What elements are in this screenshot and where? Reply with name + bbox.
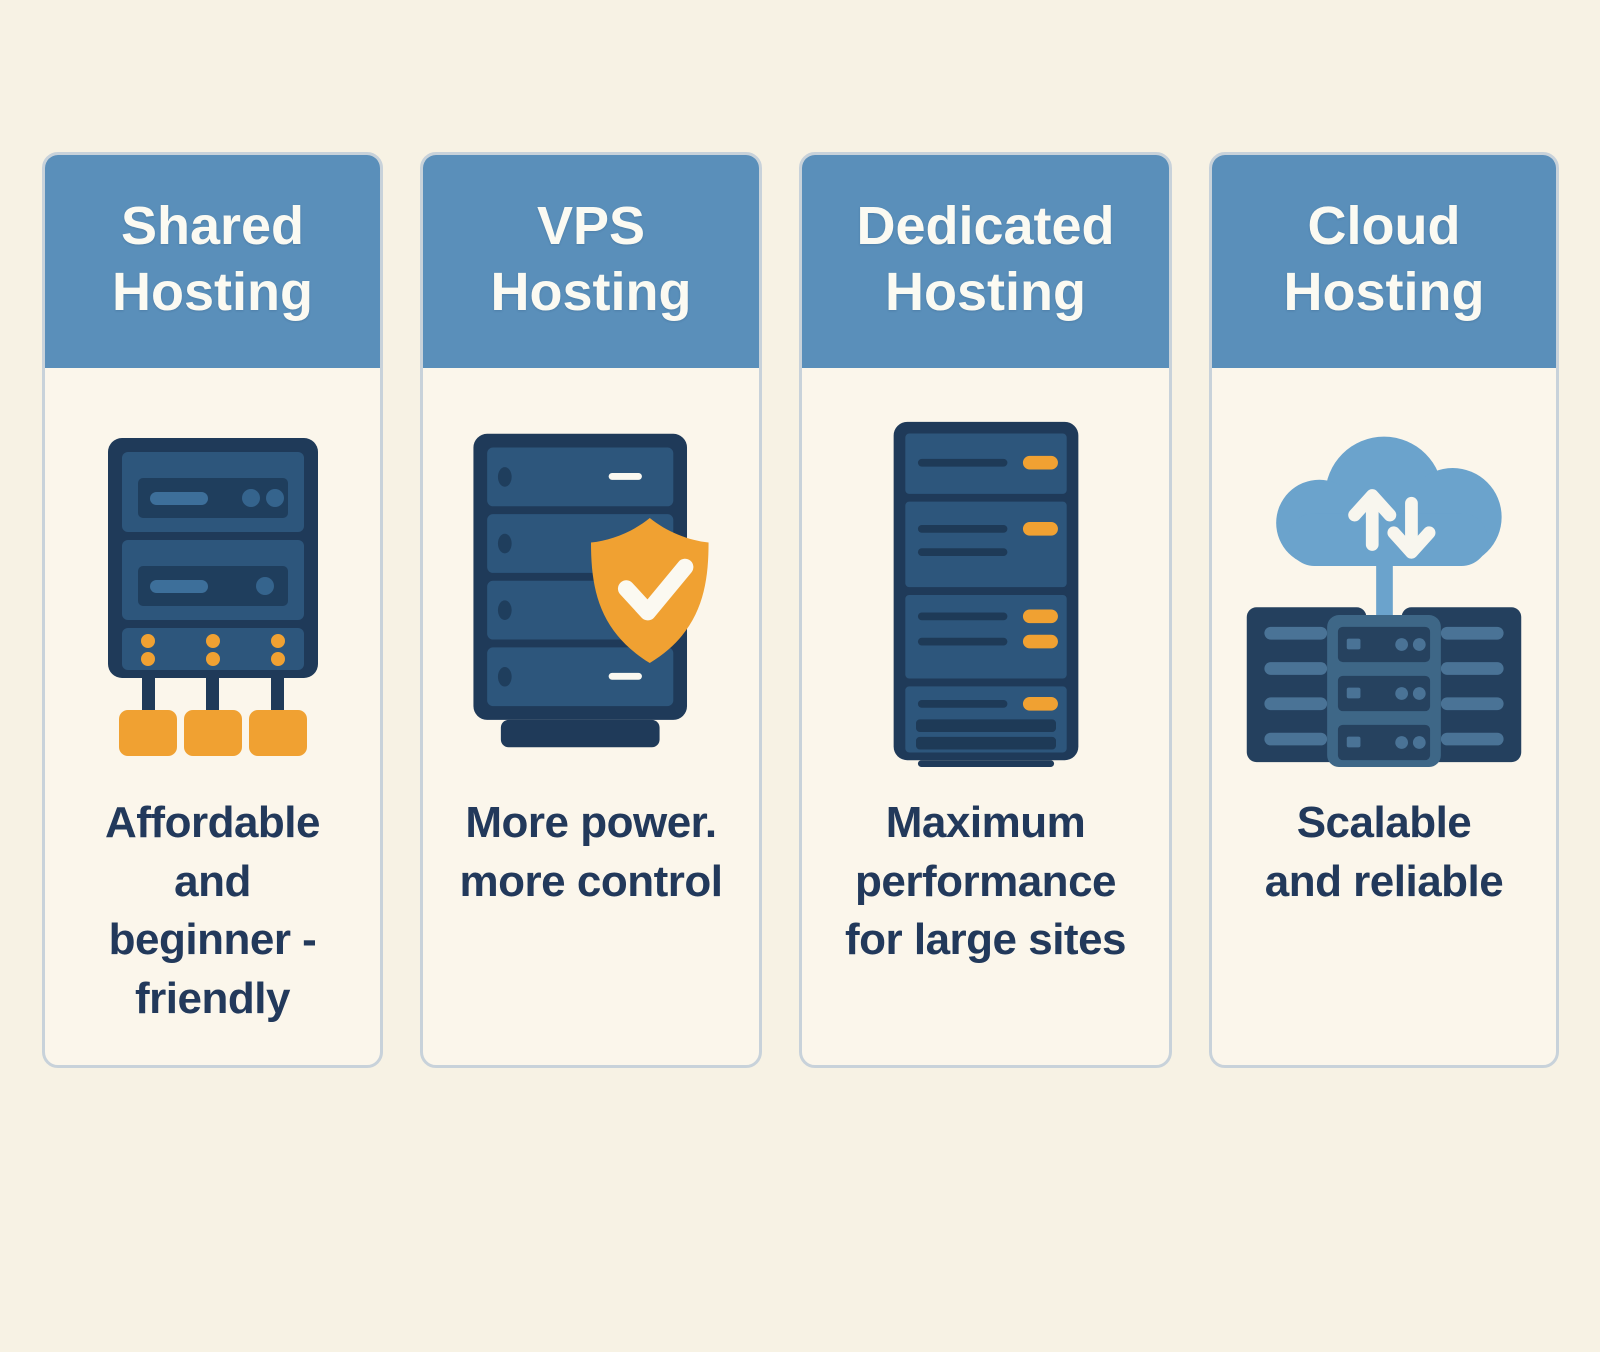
cloud-sync-server-rack-icon xyxy=(1246,436,1522,767)
card-header: VPS Hosting xyxy=(423,155,759,368)
card-vps-hosting: VPS Hosting xyxy=(420,152,762,1068)
card-body: Scalable and reliable xyxy=(1212,368,1556,1065)
cloud-shape xyxy=(1276,436,1502,567)
card-cloud-hosting: Cloud Hosting xyxy=(1209,152,1559,1068)
card-header: Shared Hosting xyxy=(45,155,380,368)
card-description: Maximum performance for large sites xyxy=(844,798,1127,965)
card-title: Cloud Hosting xyxy=(1283,196,1485,322)
card-description: More power. more control xyxy=(459,798,723,906)
icon-area xyxy=(886,418,1086,768)
card-title: Shared Hosting xyxy=(112,196,313,322)
icon-area xyxy=(451,418,731,768)
card-title: Dedicated Hosting xyxy=(856,196,1115,322)
card-body: More power. more control xyxy=(423,368,759,1065)
up-down-arrows-icon xyxy=(1348,489,1436,559)
card-body: Maximum performance for large sites xyxy=(802,368,1169,1065)
card-body: Affordable and beginner - friendly xyxy=(45,368,380,1065)
hosting-comparison-infographic: Shared Hosting xyxy=(42,152,1560,1068)
dedicated-server-tower-icon xyxy=(893,421,1078,768)
card-description: Scalable and reliable xyxy=(1264,798,1504,906)
card-header: Dedicated Hosting xyxy=(802,155,1169,368)
card-dedicated-hosting: Dedicated Hosting xyxy=(799,152,1172,1068)
card-title: VPS Hosting xyxy=(490,196,692,322)
card-description: Affordable and beginner - friendly xyxy=(105,798,321,1023)
server-with-shield-check-icon xyxy=(473,433,709,748)
card-header: Cloud Hosting xyxy=(1212,155,1556,368)
shared-server-network-icon xyxy=(107,438,318,756)
icon-area xyxy=(93,418,333,768)
icon-area xyxy=(1234,418,1534,768)
card-shared-hosting: Shared Hosting xyxy=(42,152,383,1068)
